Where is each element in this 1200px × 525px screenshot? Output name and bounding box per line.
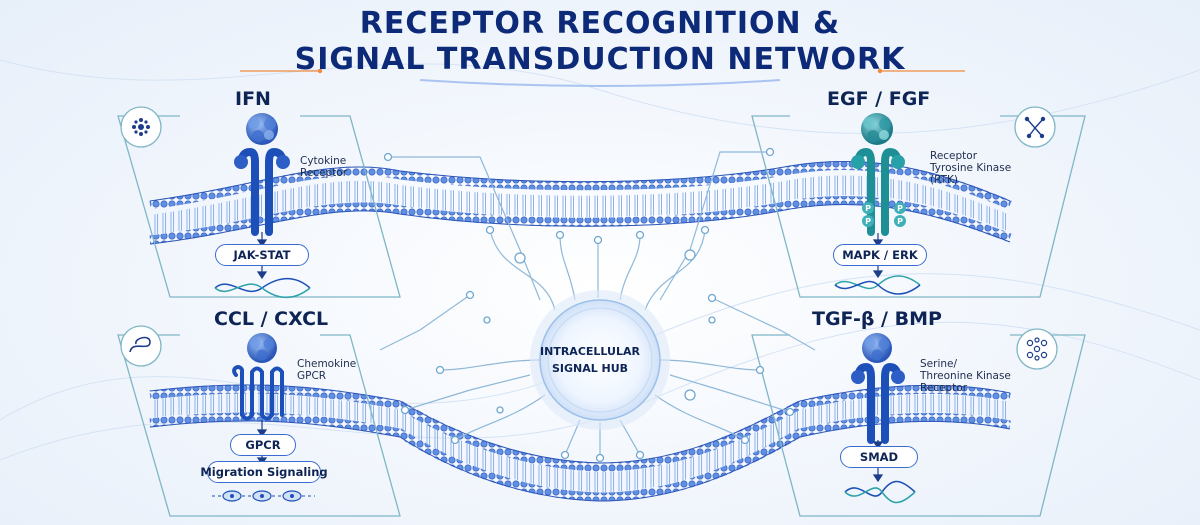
receptor-label-line: GPCR [297,370,327,382]
squiggle-icon [120,325,162,367]
pathway-migration-signaling: Migration Signaling [200,461,328,483]
cytokine-receptor [234,147,290,236]
receptor-label-line: Receptor [920,382,968,394]
phospho-mark: P [865,217,871,226]
dna-helix-icon [844,480,916,504]
panel-title-ifn: IFN [235,88,271,110]
receptor-label-line: Cytokine [300,155,347,167]
pathway-arrows [256,232,884,483]
egf-ligand [861,113,893,145]
dna-helix-icon [214,277,311,299]
phospho-mark: P [897,217,903,226]
receptor-label-line: Chemokine [297,358,357,370]
migrating-cells-icon [212,490,315,502]
receptor-label-line: (RTK) [930,174,959,186]
receptor-label-line: Serine/ [920,358,958,370]
pathway-smad: SMAD [840,446,918,468]
receptor-label-ifn: Cytokine Receptor [300,155,347,179]
dna-helix-icon [834,275,921,295]
page-title-line1: RECEPTOR RECOGNITION & [359,6,841,41]
signal-hub [530,290,670,430]
receptor-label-line: Tyrosine Kinase [930,162,1012,174]
signal-hub-label: INTRACELLULAR SIGNAL HUB [530,343,650,377]
hub-connector-nodes [383,147,795,463]
panel-title-egf: EGF / FGF [827,88,931,110]
receptor-label-ccl: Chemokine GPCR [297,358,356,382]
receptor-label-egf: Receptor Tyrosine Kinase (RTK) [930,150,1011,186]
ifn-ligand [246,113,278,145]
cell-dots-icon [120,106,162,148]
page-title-line2: SIGNAL TRANSDUCTION NETWORK [294,42,906,77]
phospho-marks: P P P P [862,202,906,227]
tgf-ligand [862,333,892,363]
molecule-network-icon [1014,106,1056,148]
receptor-label-line: Threonine Kinase [920,370,1011,382]
flower-dots-icon [1016,328,1058,370]
hub-label-line2: SIGNAL HUB [551,362,629,375]
serine-kinase-receptor [851,362,905,444]
phospho-mark: P [897,204,903,213]
pathway-gpcr: GPCR [230,434,296,456]
panel-title-ccl: CCL / CXCL [214,308,329,330]
gpcr-receptor [232,365,284,421]
panel-title-tgf: TGF-β / BMP [812,308,942,330]
pathway-jak-stat: JAK-STAT [215,244,309,266]
receptor-label-line: Receptor [300,167,348,179]
phospho-mark: P [865,204,871,213]
title-underline-glow [419,79,781,87]
pathway-mapk-erk: MAPK / ERK [833,244,927,266]
rtk-receptor [851,147,905,236]
ccl-ligand [247,333,277,363]
title-accent-left [240,68,323,74]
receptor-label-tgf: Serine/ Threonine Kinase Receptor [920,358,1011,394]
receptor-label-line: Receptor [930,150,978,162]
hub-label-line1: INTRACELLULAR [540,345,640,358]
title-accent-right [877,68,965,74]
